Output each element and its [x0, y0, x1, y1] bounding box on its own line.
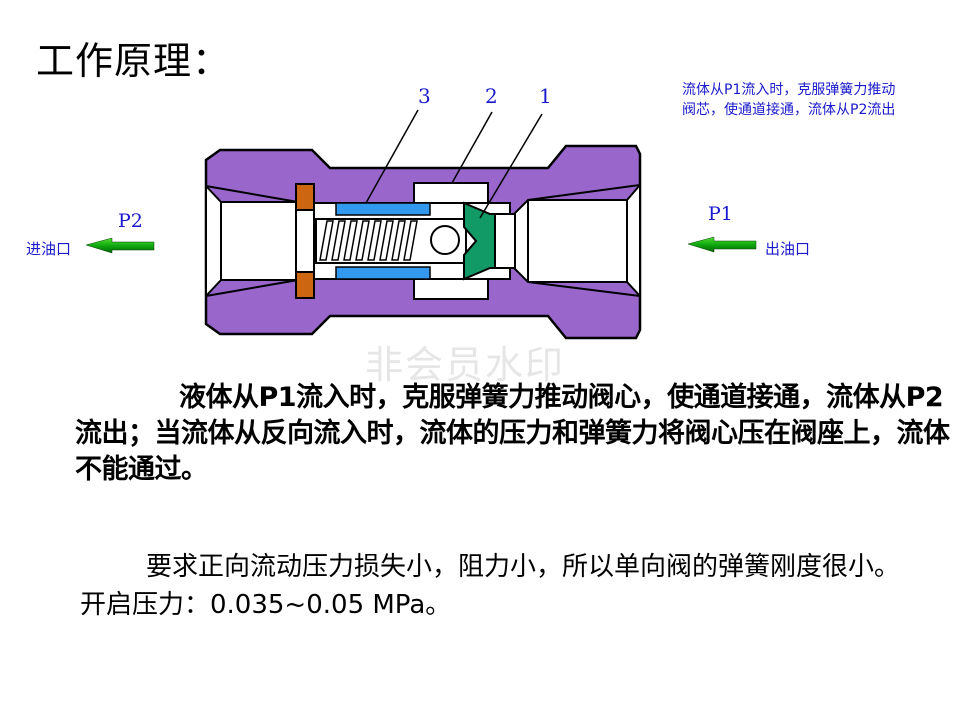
spring-icon	[319, 220, 418, 261]
paragraph-operation: 液体从P1流入时，克服弹簧力推动阀心，使通道接通，流体从P2流出；当流体从反向流…	[75, 380, 955, 488]
outlet-caption: 出油口	[765, 240, 811, 258]
annotation-note: 流体从P1流入时，克服弹簧力推动阀芯，使通道接通，流体从P2流出	[682, 82, 896, 118]
ball-icon	[430, 225, 460, 255]
watermark: 非会员水印	[365, 343, 566, 387]
port-p1-label: P1	[708, 203, 733, 225]
paragraph-operation-text: 液体从P1流入时，克服弹簧力推动阀心，使通道接通，流体从P2流出；当流体从反向流…	[75, 382, 950, 485]
arrow-left-icon	[687, 236, 757, 253]
poppet	[463, 201, 496, 281]
part-number-1: 1	[539, 84, 552, 108]
inlet-caption: 进油口	[26, 240, 72, 258]
retainer-ring	[295, 183, 315, 299]
leader-lines	[365, 109, 543, 219]
paragraph-requirements: 要求正向流动压力损失小，阻力小，所以单向阀的弹簧刚度很小。开启压力：0.035~…	[80, 548, 910, 624]
page-title: 工作原理：	[36, 39, 232, 83]
arrow-left-icon	[85, 237, 155, 254]
port-p2-label: P2	[118, 210, 143, 232]
paragraph-requirements-text: 要求正向流动压力损失小，阻力小，所以单向阀的弹簧刚度很小。开启压力：0.035~…	[80, 552, 901, 620]
part-number-3: 3	[418, 84, 431, 108]
part-number-2: 2	[485, 84, 498, 108]
